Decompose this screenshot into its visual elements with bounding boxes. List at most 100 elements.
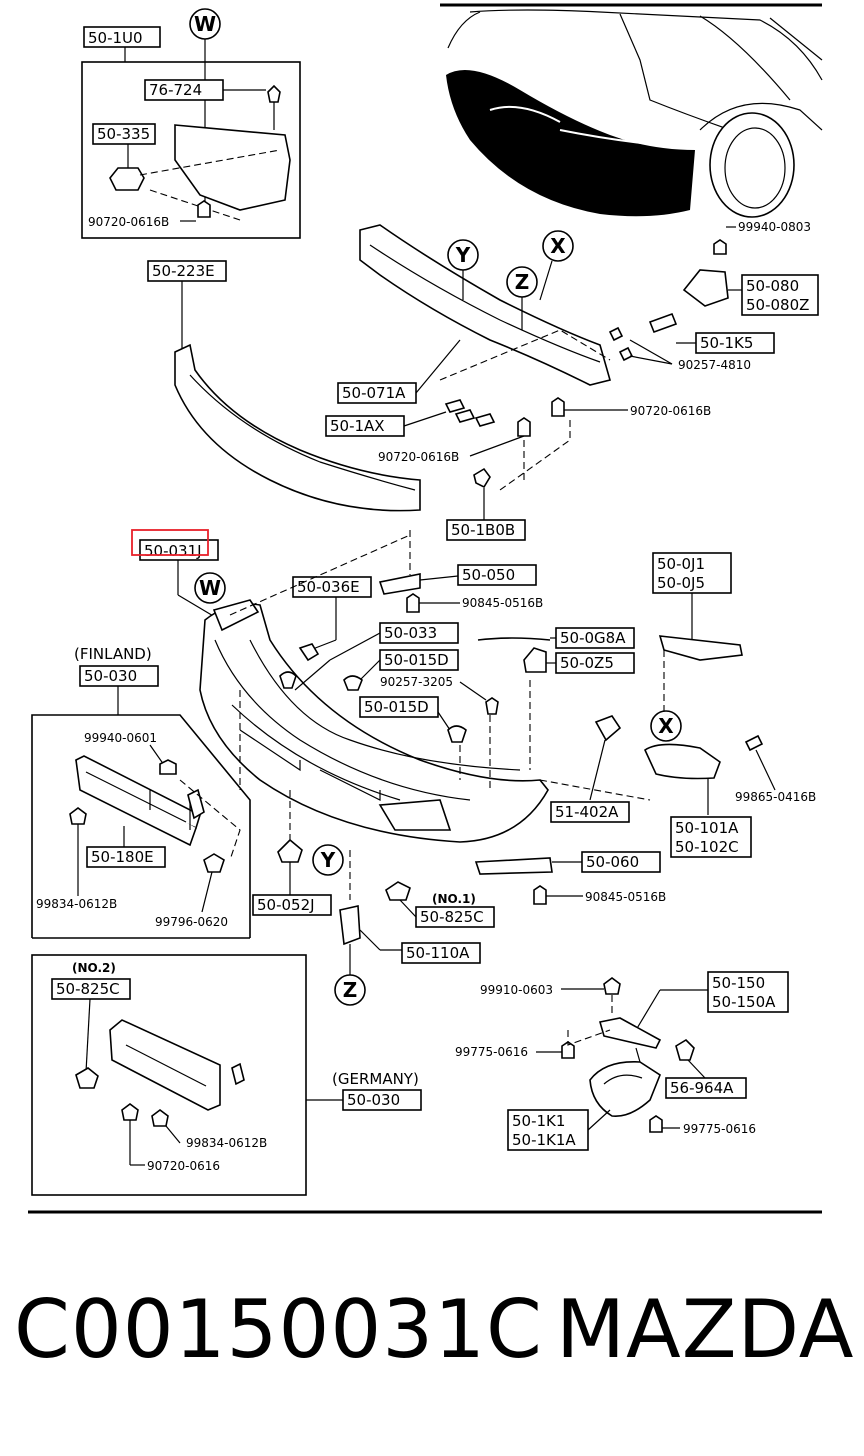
car-front-illustration [446, 9, 823, 218]
label-50-036e: 50-036E [297, 578, 360, 596]
clip-50-825c-b [75, 1067, 99, 1089]
label-50-060: 50-060 [586, 853, 639, 871]
wire-50-0g8a [477, 637, 551, 641]
callout-w-top-letter: W [194, 12, 216, 36]
bolt-90720-0616b-c [517, 417, 531, 437]
part-number-caption: C00150031C [14, 1283, 543, 1376]
germany-clip [231, 1062, 245, 1086]
side-marker-lamp [643, 743, 721, 780]
nut-99940-0803 [713, 239, 727, 255]
label-50-1k1: 50-1K1 [512, 1112, 565, 1130]
label-50-825c-b: 50-825C [56, 980, 120, 998]
label-50-080: 50-080 [746, 277, 799, 295]
fascia-vent [378, 799, 452, 831]
clip-51-402a [594, 715, 622, 742]
bracket-50-0j1 [658, 635, 743, 661]
label-50-030-fin: 50-030 [84, 667, 137, 685]
label-50-101a: 50-101A [675, 819, 739, 837]
label-50-1k5: 50-1K5 [700, 334, 753, 352]
lip-spoiler [174, 343, 421, 512]
nut-99910-0603 [603, 977, 621, 995]
label-50-1ax: 50-1AX [330, 417, 385, 435]
label-90845-0516b-a: 90845-0516B [462, 596, 543, 610]
label-50-015d-a: 50-015D [384, 651, 449, 669]
screw-90257-3205-a [279, 671, 297, 689]
clip-50-1ax-c [474, 413, 496, 427]
callout-w-mid-letter: W [199, 576, 221, 600]
bolt-90720-0616 [121, 1103, 139, 1121]
fog-lamp [589, 1061, 661, 1117]
callout-y-mid-letter: Y [320, 848, 336, 872]
bumper-fascia-group: 50-031J W 50-036E 50-050 90845-0516B [131, 529, 635, 900]
label-90720-0616b-c: 90720-0616B [378, 450, 459, 464]
nut-50-0z5 [523, 647, 547, 673]
label-50-0g8a: 50-0G8A [560, 629, 626, 647]
bumper-reinforcement [359, 224, 611, 386]
label-99796-0620: 99796-0620 [155, 915, 228, 929]
screw-99834-0612b-b [151, 1109, 169, 1127]
callout-x-mid [650, 710, 682, 742]
bolt-90845-0516b-b [533, 885, 547, 905]
inset-undercover: 50-1U0 W 76-724 50-335 90720-0616B [81, 8, 301, 239]
label-51-402a: 51-402A [555, 803, 619, 821]
plate-bracket [187, 788, 205, 820]
bolt-90845-0516b-a [406, 593, 420, 613]
bolt-90720-0616b-a [197, 200, 211, 218]
label-50-825c-a: 50-825C [420, 908, 484, 926]
bracket-50-110a [339, 905, 361, 946]
label-50-1b0b: 50-1B0B [451, 521, 515, 539]
label-50-052j: 50-052J [257, 896, 315, 914]
label-germany: (GERMANY) [332, 1070, 419, 1088]
lower-clips-group: 50-052J Y (NO.1) 50-825C 50-110A Z [252, 838, 495, 1006]
bracket-50-080 [682, 269, 729, 307]
callout-x-top-letter: X [550, 234, 566, 258]
clip-90257-4810-b [618, 346, 634, 362]
bumper-highlight-black [446, 70, 695, 217]
label-50-031j: 50-031J [144, 542, 202, 560]
label-50-102c: 50-102C [675, 838, 739, 856]
label-99865-0416b: 99865-0416B [735, 790, 816, 804]
label-50-0z5: 50-0Z5 [560, 654, 614, 672]
nut-99940-0601 [159, 759, 177, 775]
brand-caption: MAZDA [556, 1283, 855, 1376]
label-99775-0616-a: 99775-0616 [455, 1045, 528, 1059]
label-76-724: 76-724 [149, 81, 202, 99]
lower-bracket-group: 50-060 90845-0516B [474, 851, 666, 905]
nut-50-335 [109, 167, 145, 191]
label-50-1u0: 50-1U0 [88, 29, 143, 47]
inset-germany: (NO.2) 50-825C 99834-0612B 90720-0616 (G… [31, 954, 422, 1196]
label-50-071a: 50-071A [342, 384, 406, 402]
fog-lamp-group: 99910-0603 50-150 50-150A 99775-0616 56-… [455, 971, 789, 1151]
callout-z-mid [334, 974, 366, 1006]
callout-y-mid [312, 844, 344, 876]
callout-z-mid-letter: Z [343, 978, 358, 1002]
bracket-50-060 [474, 857, 553, 875]
label-99940-0601: 99940-0601 [84, 731, 157, 745]
clip-50-015d-b [447, 725, 467, 743]
label-50-1k1a: 50-1K1A [512, 1131, 576, 1149]
nut-56-964a [675, 1038, 695, 1061]
label-50-180e: 50-180E [91, 848, 154, 866]
undercover-panel [174, 124, 291, 211]
label-90257-4810: 90257-4810 [678, 358, 751, 372]
label-50-050: 50-050 [462, 566, 515, 584]
label-50-080z: 50-080Z [746, 296, 809, 314]
bolt-90720-0616b-b [551, 397, 565, 417]
bolt-99775-0616-a [561, 1041, 575, 1059]
screw-99834-0612b-a [69, 807, 87, 825]
callout-z-top-letter: Z [515, 270, 530, 294]
bracket-50-150 [598, 1017, 662, 1049]
callout-x-top [542, 230, 574, 262]
side-bracket-group: 50-0J1 50-0J5 X 51-402A 99865-0416B 50-1… [539, 552, 816, 858]
label-90720-0616: 90720-0616 [147, 1159, 220, 1173]
clip-50-1ax-b [454, 409, 476, 423]
label-90845-0516b-b: 90845-0516B [585, 890, 666, 904]
label-90257-3205: 90257-3205 [380, 675, 453, 689]
clip-90257-4810-a [608, 326, 624, 342]
callout-x-mid-letter: X [658, 714, 674, 738]
label-50-150: 50-150 [712, 974, 765, 992]
reinforcement-group: Y Z X 99940-0803 50-080 50-080Z 50-1K5 9… [325, 220, 819, 541]
label-50-223e: 50-223E [152, 262, 215, 280]
label-90720-0616b-b: 90720-0616B [630, 404, 711, 418]
